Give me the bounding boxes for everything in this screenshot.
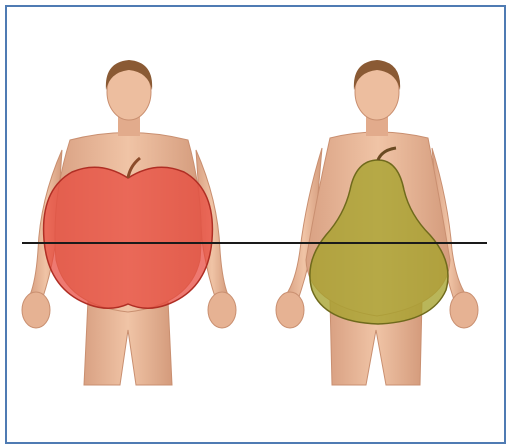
left-figure-left-hand	[22, 292, 50, 328]
apple-shape-overlay	[44, 167, 213, 308]
left-figure-right-hand	[208, 292, 236, 328]
right-figure-left-hand	[276, 292, 304, 328]
right-figure	[276, 60, 478, 385]
left-figure	[22, 60, 236, 385]
left-figure-legs	[84, 300, 172, 385]
right-figure-right-hand	[450, 292, 478, 328]
